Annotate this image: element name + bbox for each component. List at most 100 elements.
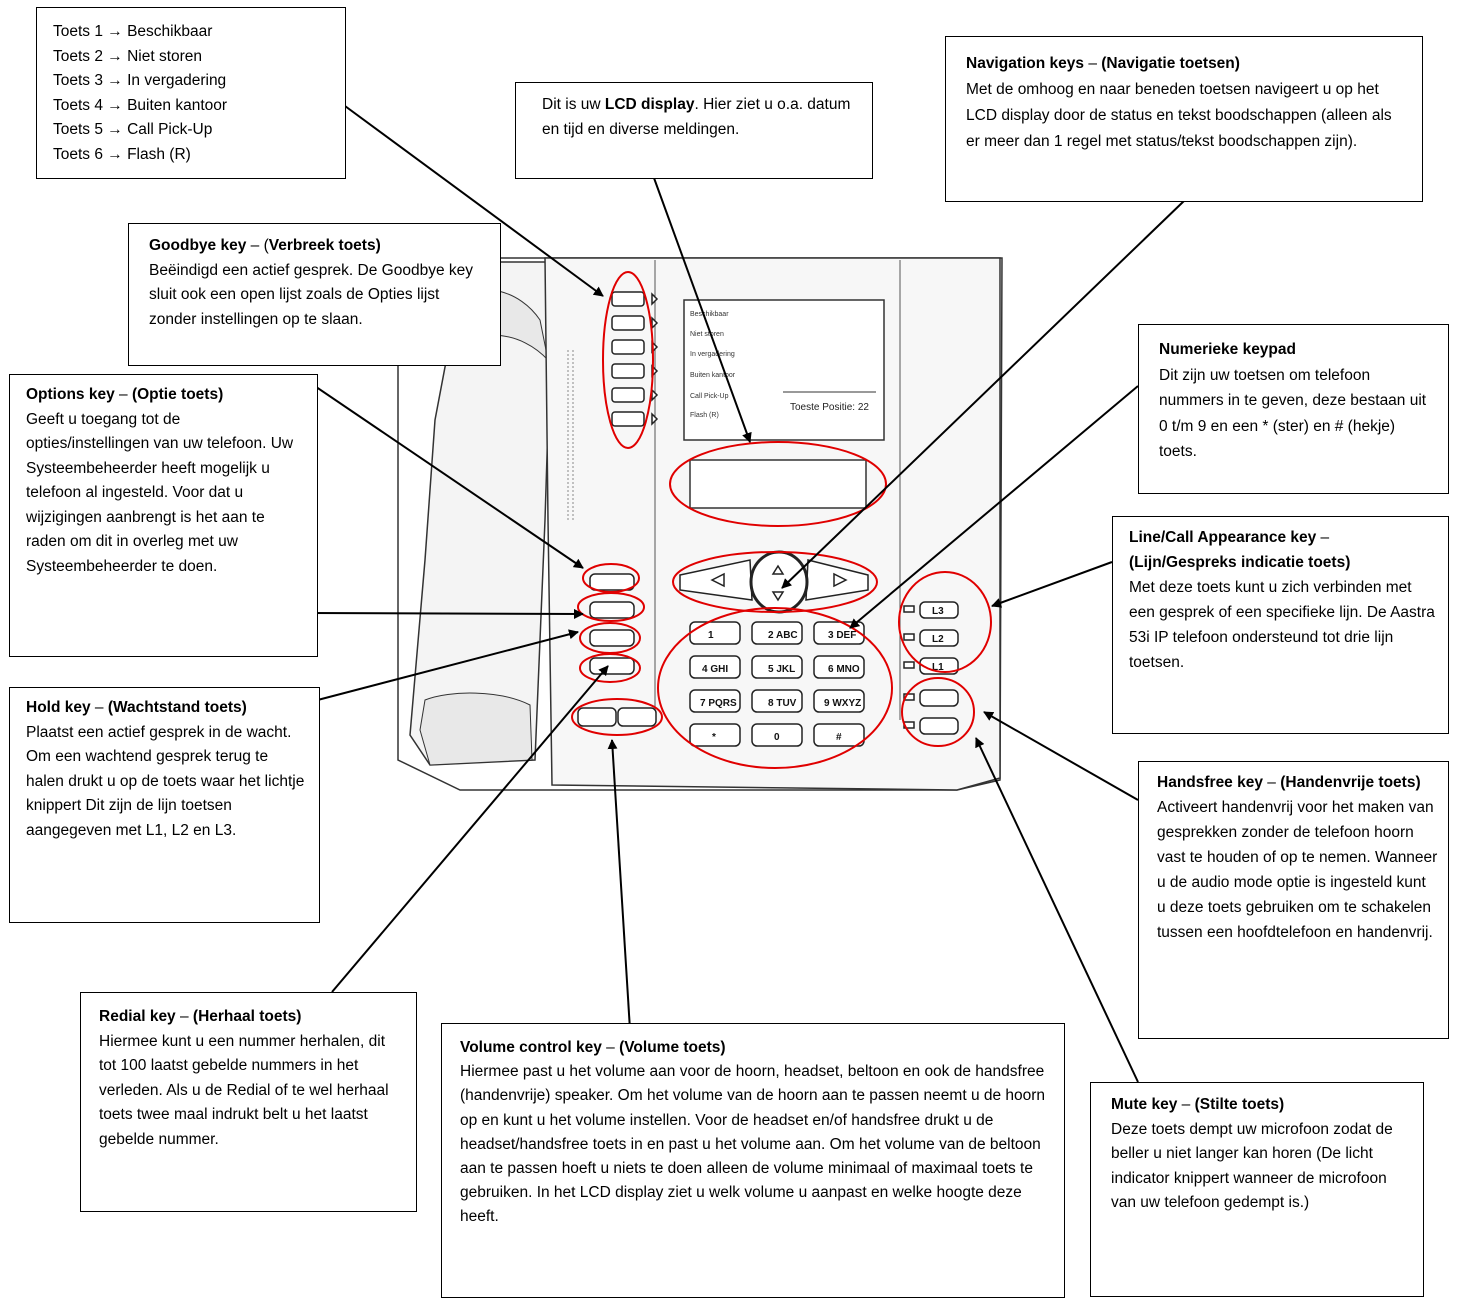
toetsen-line-2: Toets 2 → Niet storen [53,47,203,65]
arrow-mute [975,737,1139,1083]
key-5: 5 JKL [768,664,795,675]
line-sep: – [1316,529,1330,546]
handsfree-title-2: (Handenvrije toets) [1280,774,1421,791]
mute-title-2: (Stilte toets) [1194,1096,1285,1113]
line-key-l1: L1 [932,662,944,673]
highlight-goodbye [577,592,645,622]
arrow-hold [309,629,579,703]
highlight-line-keys [898,571,992,673]
keypad-body: Dit zijn uw toetsen om telefoon nummers … [1159,366,1427,461]
highlight-keypad [657,607,893,769]
hold-sep: – [90,699,108,716]
toetsen-line-4: Toets 4 → Buiten kantoor [53,96,228,114]
key-3: 3 DEF [828,630,856,641]
programmable-keys[interactable] [611,291,659,427]
screen-line-6: Flash (R) [690,412,719,419]
lcd-box: Dit is uw LCD display. Hier ziet u o.a. … [515,82,873,179]
toetsen-box: Toets 1 → Beschikbaar Toets 2 → Niet sto… [36,7,346,179]
key-9: 9 WXYZ [824,698,861,709]
goodbye-body: Beëindigd een actief gesprek. De Goodbye… [149,261,473,328]
toetsen-line-5: Toets 5 → Call Pick-Up [53,121,213,139]
arrow-goodbye [307,608,584,619]
mute-box: Mute key – (Stilte toets) Deze toets dem… [1090,1082,1424,1297]
speaker-grille [567,350,574,520]
handsfree-body: Activeert handenvrij voor het maken van … [1157,799,1438,941]
navigation-title-2: (Navigatie toetsen) [1101,55,1240,72]
handsfree-box: Handsfree key – (Handenvrije toets) Acti… [1138,761,1449,1039]
navigation-box: Navigation keys – (Navigatie toetsen) Me… [945,36,1423,202]
volume-box: Volume control key – (Volume toets) Hier… [441,1023,1065,1298]
options-title: Options key [26,386,115,403]
highlight-programmable-keys [602,271,654,449]
lcd-text-pre: Dit is uw [542,96,605,113]
redial-sep: – [175,1008,193,1025]
key-hash: # [836,732,842,743]
handset [409,261,561,766]
toetsen-line-1: Toets 1 → Beschikbaar [53,23,213,40]
key-8: 8 TUV [768,698,797,709]
key-6: 6 MNO [828,664,860,675]
options-title-2: (Optie toets) [131,386,224,403]
volume-sep: – [601,1039,620,1056]
navigation-keys[interactable] [679,550,869,614]
volume-title: Volume control key [460,1039,602,1056]
arrow-redial [331,665,609,993]
handsfree-sep: – [1262,774,1281,791]
goodbye-sep: – ( [246,237,269,254]
arrow-navigation [781,199,1186,589]
options-sep: – [114,386,132,403]
redial-title-2: (Herhaal toets) [192,1008,302,1025]
key-0: 0 [774,732,780,743]
line-box: Line/Call Appearance key – (Lijn/Gesprek… [1112,516,1449,734]
highlight-volume [571,698,663,736]
options-box: Options key – (Optie toets) Geeft u toeg… [9,374,318,657]
arrow-options [299,375,584,569]
key-4: 4 GHI [702,664,728,675]
toetsen-line-6: Toets 6 → Flash (R) [53,145,191,163]
mute-sep: – [1177,1096,1195,1113]
highlight-handsfree-mute [901,677,975,747]
handsfree-title: Handsfree key [1157,774,1263,791]
screen-status: Toeste Positie: 22 [790,402,869,413]
highlight-nav [672,551,878,613]
arrow-line-keys [991,561,1113,608]
volume-body: Hiermee past u het volume aan voor de ho… [460,1063,1046,1226]
arrow-lcd [653,177,752,443]
lcd-display [689,459,867,509]
screen-line-1: Beschikbaar [690,311,729,318]
lcd-text-bold: LCD display [604,96,695,113]
arrow-toetsen [344,105,604,297]
function-keys-left[interactable] [577,573,657,727]
highlights [571,271,992,769]
redial-body: Hiermee kunt u een nummer herhalen, dit … [99,1032,389,1148]
toetsen-line-3: Toets 3 → In vergadering [53,72,227,90]
key-star: * [712,732,716,743]
hold-title: Hold key [26,699,91,716]
redial-title: Redial key [99,1008,176,1025]
navigation-title: Navigation keys [966,55,1085,72]
mute-body: Deze toets dempt uw microfoon zodat de b… [1111,1120,1393,1212]
highlight-lcd [669,441,887,527]
highlight-redial [579,653,641,683]
line-keys[interactable] [903,601,959,735]
keypad-title: Numerieke keypad [1159,341,1296,358]
key-2: 2 ABC [768,630,798,641]
navigation-sep: – [1084,55,1102,72]
phone-faceplate [544,257,1001,791]
navigation-body: Met de omhoog en naar beneden toetsen na… [966,81,1392,150]
numeric-keypad[interactable] [689,621,865,747]
screen-line-5: Call Pick-Up [690,393,729,400]
arrow-keypad [849,385,1139,629]
line-title: Line/Call Appearance key [1129,529,1317,546]
volume-title-2: (Volume toets) [619,1039,726,1056]
arrow-volume [607,739,633,1063]
goodbye-title: Goodbye key [149,237,247,254]
hold-body: Plaatst een actief gesprek in de wacht. … [26,723,305,839]
key-7: 7 PQRS [700,698,737,709]
key-1: 1 [708,630,714,641]
goodbye-title-2: Verbreek toets) [268,237,381,254]
screen-line-3: In vergadering [690,351,735,358]
hold-title-2: (Wachtstand toets) [107,699,247,716]
line-key-l2: L2 [932,634,944,645]
